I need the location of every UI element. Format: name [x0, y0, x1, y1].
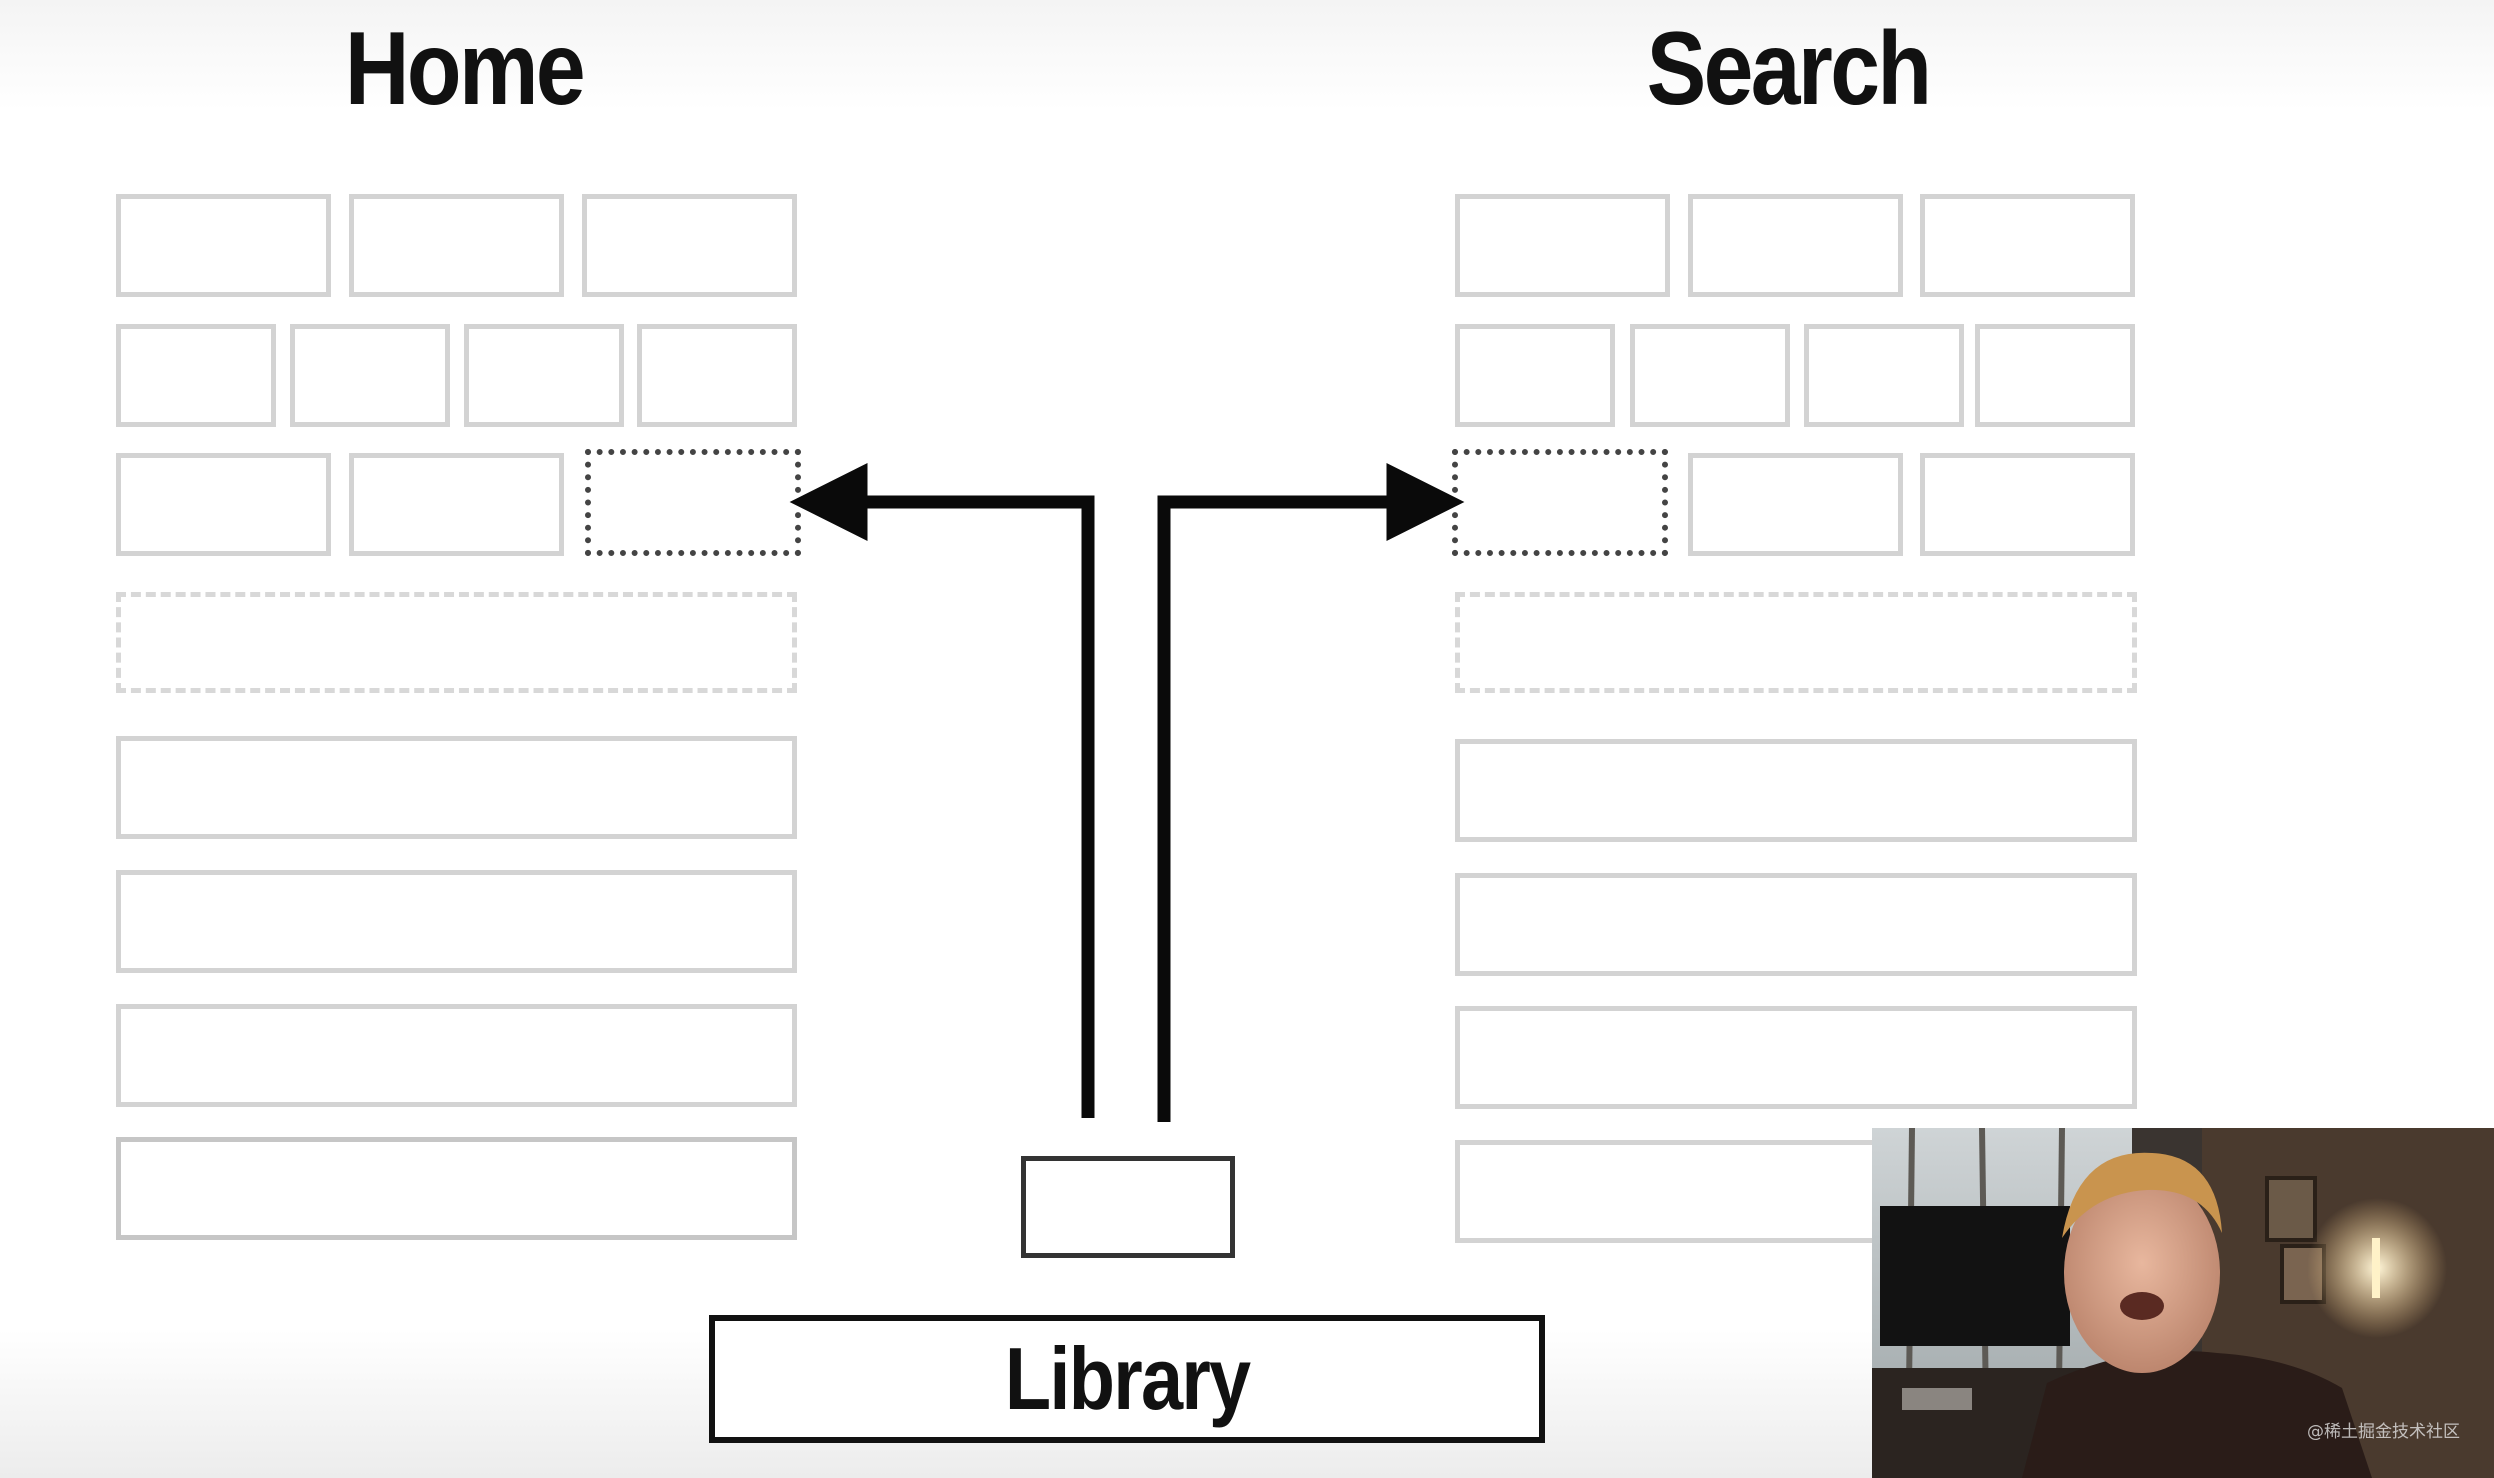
arrow-to-search	[1157, 463, 1465, 1122]
home-list-row	[116, 736, 797, 839]
search-tile	[1920, 453, 2135, 556]
search-list-row	[1455, 1006, 2137, 1109]
home-list-row	[116, 870, 797, 973]
search-list-row	[1455, 873, 2137, 976]
search-tile	[1455, 324, 1615, 427]
search-tile	[1630, 324, 1790, 427]
home-tile	[116, 453, 331, 556]
home-shared-component-slot	[585, 449, 801, 556]
search-shared-component-slot	[1452, 449, 1668, 556]
search-tile	[1804, 324, 1964, 427]
home-list-row	[116, 1004, 797, 1107]
home-tile	[637, 324, 797, 427]
home-tile	[116, 194, 331, 297]
home-tile	[349, 453, 564, 556]
search-placeholder-row	[1455, 592, 2137, 693]
search-tile	[1920, 194, 2135, 297]
home-tile	[290, 324, 450, 427]
library-box: Library	[709, 1315, 1545, 1443]
search-tile	[1975, 324, 2135, 427]
home-placeholder-row	[116, 592, 797, 693]
shared-component-box	[1021, 1156, 1235, 1258]
search-title: Search	[1646, 11, 1932, 127]
arrow-to-home	[789, 463, 1095, 1118]
home-tile	[349, 194, 564, 297]
home-list-row	[116, 1137, 797, 1240]
search-list-row	[1455, 739, 2137, 842]
home-title: Home	[344, 11, 586, 127]
home-tile	[582, 194, 797, 297]
home-tile	[464, 324, 624, 427]
library-label: Library	[1004, 1329, 1251, 1428]
search-tile	[1455, 194, 1670, 297]
home-tile	[116, 324, 276, 427]
search-tile	[1688, 194, 1903, 297]
watermark: @稀土掘金技术社区	[2307, 1422, 2460, 1442]
presenter-webcam: @稀土掘金技术社区	[1872, 1128, 2494, 1478]
search-tile	[1688, 453, 1903, 556]
